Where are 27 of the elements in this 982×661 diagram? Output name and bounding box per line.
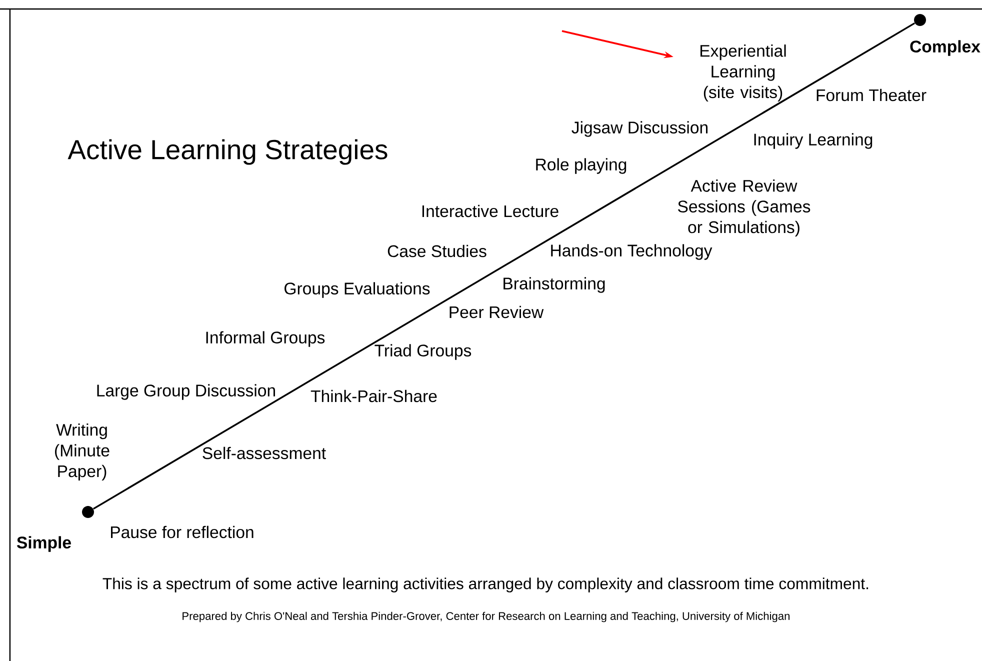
spectrum-line bbox=[92, 22, 916, 510]
strategy-label: Brainstorming bbox=[504, 277, 605, 293]
endpoint-label: Simple bbox=[16, 536, 71, 552]
strategy-label: Peer Review bbox=[450, 306, 544, 318]
strategy-label: Self-assessment bbox=[202, 446, 326, 460]
strategy-label: Case Studies bbox=[388, 244, 486, 258]
endpoint-dot bbox=[914, 14, 926, 26]
strategy-label: Forum Theater bbox=[816, 88, 926, 102]
strategy-label: Think-Pair-Share bbox=[310, 390, 437, 402]
strategy-label: Interactive Lecture bbox=[422, 204, 558, 218]
strategy-label: Experiential Learning (site visits) bbox=[700, 44, 786, 102]
strategy-label: Informal Groups bbox=[206, 331, 325, 347]
strategy-label: Active Review Sessions (Games or Simulations) bbox=[678, 180, 810, 236]
strategy-label: Large Group Discussion bbox=[97, 384, 275, 400]
strategy-label: Hands-on Technology bbox=[551, 244, 712, 260]
credit-line: Prepared by Chris O'Neal and Tershia Pinder-Grover, Center for Research on Learning and Teaching, University of Michigan bbox=[182, 612, 790, 622]
title-text: Active Learning Strategies bbox=[68, 139, 388, 165]
strategy-label: Writing (Minute Paper) bbox=[55, 424, 110, 480]
strategy-label: Pause for reflection bbox=[111, 526, 254, 538]
strategy-label: Groups Evaluations bbox=[284, 282, 430, 298]
endpoint-dot bbox=[82, 506, 94, 518]
strategy-label: Triad Groups bbox=[374, 344, 472, 360]
strategy-label: Role playing bbox=[536, 158, 626, 174]
endpoint-label: Complex bbox=[910, 40, 980, 56]
caption-text: This is a spectrum of some active learning activities arranged by complexity and classroom time commitment. bbox=[102, 578, 868, 592]
strategy-label: Jigsaw Discussion bbox=[572, 121, 708, 137]
strategy-label: Inquiry Learning bbox=[754, 133, 872, 149]
